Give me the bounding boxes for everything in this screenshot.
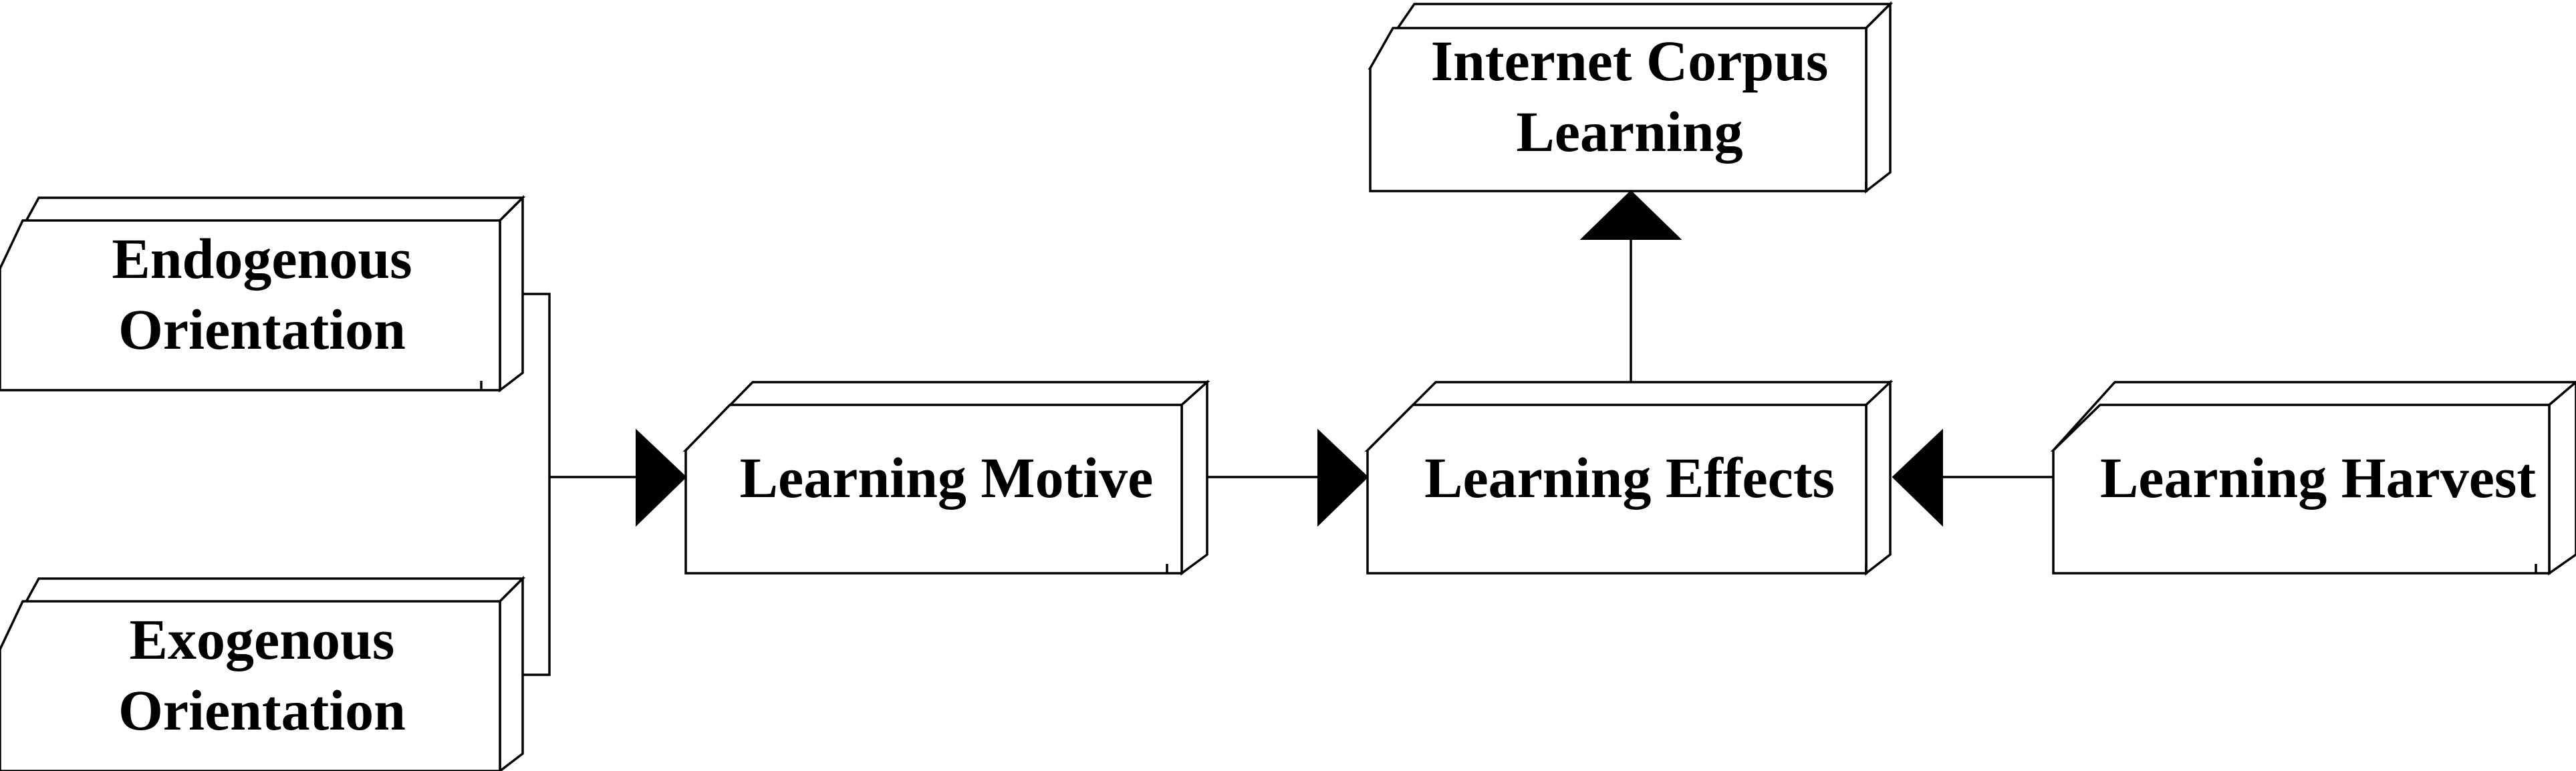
node-label-line-1: Learning Effects bbox=[1424, 446, 1835, 510]
node-label-line-1: Learning Motive bbox=[740, 446, 1154, 510]
box-side-face bbox=[1180, 379, 1208, 576]
arrowhead-into-corpus bbox=[1579, 190, 1682, 240]
box-front-face bbox=[1366, 404, 1867, 575]
box-side-face bbox=[499, 194, 524, 393]
node-learning-motive: Learning Motive bbox=[682, 379, 1210, 576]
box-front-face bbox=[0, 219, 501, 392]
node-label-line-1: Learning Harvest bbox=[2100, 446, 2536, 510]
arrowheads bbox=[636, 190, 1943, 527]
node-label-line-2: Orientation bbox=[118, 297, 406, 361]
box-side-face bbox=[1865, 1, 1892, 194]
node-exogenous-orientation: Exogenous Orientation bbox=[0, 575, 526, 771]
box-front-face bbox=[684, 404, 1183, 575]
node-label-line-1: Endogenous bbox=[112, 226, 412, 291]
node-internet-corpus-learning: Internet Corpus Learning bbox=[1368, 1, 1894, 194]
arrowhead-into-motive bbox=[636, 428, 687, 527]
arrowhead-into-effects-left bbox=[1317, 428, 1369, 527]
node-label-line-2: Learning bbox=[1516, 100, 1743, 164]
node-endogenous-orientation: Endogenous Orientation bbox=[0, 194, 526, 393]
box-front-face bbox=[1369, 27, 1867, 192]
box-front-face bbox=[2052, 404, 2551, 575]
node-learning-harvest: Learning Harvest bbox=[2050, 380, 2576, 576]
connector-orientations-bracket bbox=[500, 293, 551, 676]
node-label-line-2: Orientation bbox=[118, 678, 406, 742]
arrowhead-into-effects-right bbox=[1892, 428, 1943, 527]
node-learning-effects: Learning Effects bbox=[1364, 379, 1894, 576]
node-label-line-1: Internet Corpus bbox=[1431, 29, 1829, 93]
box-side-face bbox=[499, 575, 524, 771]
connectors bbox=[500, 239, 2053, 676]
box-front-face bbox=[0, 600, 501, 771]
box-side-face bbox=[1865, 379, 1892, 576]
box-side-face bbox=[2548, 380, 2576, 576]
node-label-line-1: Exogenous bbox=[130, 607, 395, 671]
